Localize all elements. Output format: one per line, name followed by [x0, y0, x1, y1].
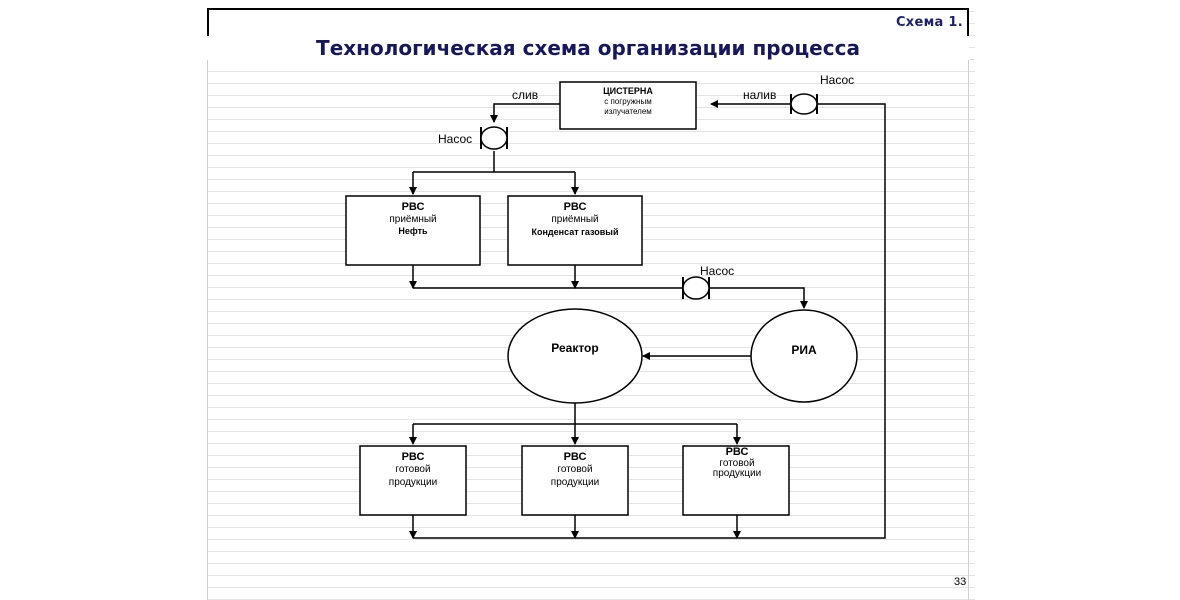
pump-top-right — [790, 93, 818, 115]
intake-tank-condensate-product: Конденсат газовый — [532, 227, 619, 237]
product-tank-2-line3: продукции — [551, 477, 599, 488]
product-tank-3-line3: продукции — [713, 468, 761, 479]
pump-left — [480, 126, 508, 150]
product-tank-3-title: РВС — [726, 446, 749, 458]
connector-lines — [409, 100, 886, 539]
reactor-node: Реактор — [507, 308, 643, 404]
intake-tank-condensate: РВС приёмный Конденсат газовый — [507, 195, 643, 266]
product-tank-1-title: РВС — [402, 451, 425, 463]
page-number: 33 — [954, 576, 967, 588]
product-tank-3-line2: готовой — [719, 458, 754, 469]
product-tank-1-line3: продукции — [389, 477, 437, 488]
sheet-right-border — [968, 36, 969, 600]
drain-line — [490, 103, 560, 123]
reactor-label: Реактор — [551, 341, 598, 355]
return-line — [413, 103, 886, 539]
sheet-left-border — [207, 36, 208, 600]
intake-tank-condensate-type: приёмный — [551, 214, 598, 225]
product-tank-1-line2: готовой — [395, 464, 430, 475]
page-title: Технологическая схема организации процес… — [207, 36, 969, 60]
intake-tank-oil-title: РВС — [402, 201, 425, 213]
header-bar: Схема 1. — [207, 8, 969, 38]
product-tank-2-title: РВС — [564, 451, 587, 463]
pump-top-right-label: Насос — [820, 73, 854, 87]
fill-label: налив — [743, 88, 776, 102]
tank-car-title: ЦИСТЕРНА — [603, 86, 653, 96]
tank-car-subtitle-1: с погружным — [604, 97, 651, 106]
product-tank-1: РВС готовой продукции — [359, 445, 467, 516]
intake-tank-oil: РВС приёмный Нефть — [345, 195, 481, 266]
intake-tank-oil-product: Нефть — [398, 226, 428, 236]
scheme-label: Схема 1. — [895, 15, 963, 30]
pump-middle — [682, 276, 710, 300]
intake-tank-oil-type: приёмный — [389, 214, 436, 225]
drain-label: слив — [512, 88, 538, 102]
ria-label: РИА — [791, 343, 817, 357]
tank-car-subtitle-2: излучателем — [604, 107, 652, 116]
product-tank-2-line2: готовой — [557, 464, 592, 475]
product-tank-2: РВС готовой продукции — [521, 445, 629, 516]
ria-node: РИА — [750, 309, 858, 403]
pump-middle-label: Насос — [700, 264, 734, 278]
to-ria-line — [709, 287, 808, 309]
tank-car-box: ЦИСТЕРНА с погружным излучателем — [559, 81, 697, 130]
pump-left-label: Насос — [438, 132, 472, 146]
product-tank-3: РВС готовой продукции — [682, 445, 790, 516]
intake-tank-condensate-title: РВС — [564, 201, 587, 213]
